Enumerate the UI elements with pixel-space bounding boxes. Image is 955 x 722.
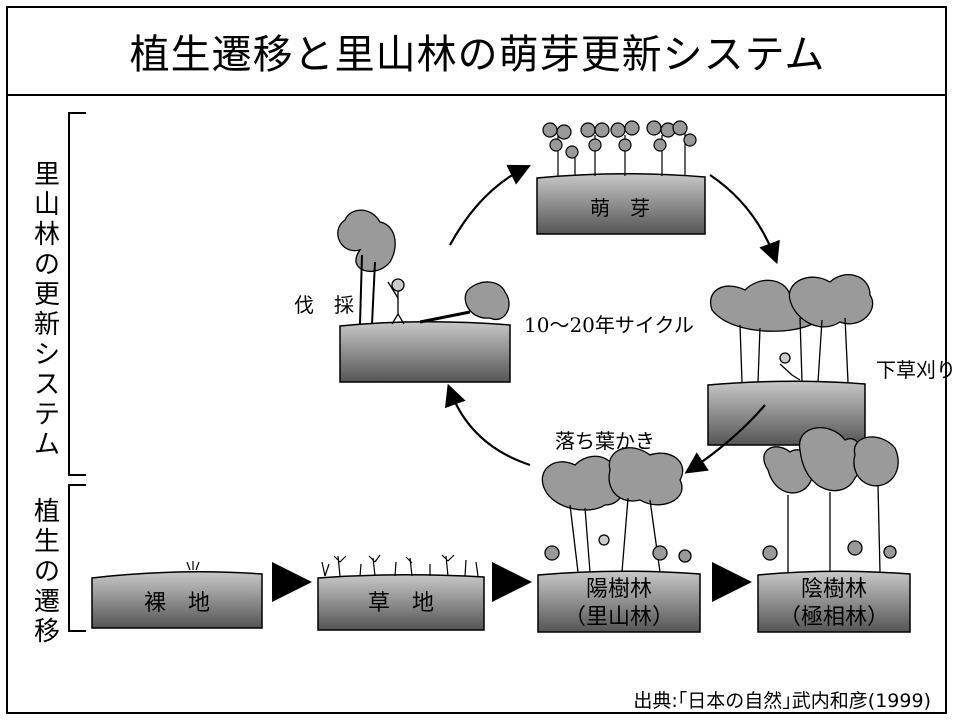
label-renewal-system-char: 里 (33, 160, 60, 190)
label-cycle-period: 10～20年サイクル (524, 313, 694, 337)
label-renewal-system-char: ム (33, 430, 60, 460)
label-succession-char: 生 (33, 527, 60, 557)
label-succession-char: 植 (33, 497, 60, 527)
label-succession-char: 移 (33, 617, 60, 647)
label-shade-tree-forest-main: 陰樹林 (800, 577, 867, 602)
label-renewal-system-char: の (33, 250, 60, 280)
label-sun-tree-forest-main: 陽樹林 (585, 577, 652, 602)
slide-border (6, 6, 947, 714)
label-bare-ground: 裸 地 (143, 591, 210, 616)
label-leaf-raking: 落ち葉かき (555, 429, 655, 453)
label-succession-char: 遷 (33, 587, 60, 617)
soil-block-shade-forest (757, 570, 911, 633)
label-sprouting: 萌 芽 (590, 196, 650, 220)
soil-block-sun-forest (537, 570, 701, 633)
citation: 出典:｢日本の自然｣武内和彦(1999) (633, 690, 931, 712)
label-renewal-system-char: 山 (33, 190, 60, 220)
soil-block-bare-ground (91, 571, 263, 629)
label-renewal-system-char: テ (33, 400, 60, 430)
label-grassland: 草 地 (367, 591, 434, 616)
bare-sprout-illustration (186, 561, 200, 571)
label-renewal-system-char: 更 (33, 280, 60, 310)
label-shade-tree-forest-sub: （極相林） (778, 605, 889, 630)
cycle-arrow-felling-to-sprouting (449, 164, 531, 246)
title-divider (8, 94, 947, 96)
managed-forest-illustration (709, 274, 874, 383)
cycle-arrow-forest-to-sun-forest (684, 404, 766, 474)
sun-forest-illustration (541, 447, 692, 573)
label-sun-tree-forest: 陽樹林 （里山林） (538, 576, 700, 632)
felling-illustration (337, 209, 510, 325)
grass-illustration (321, 554, 479, 577)
label-felling: 伐 採 (294, 293, 354, 317)
label-undergrowth-cutting: 下草刈り (876, 358, 955, 382)
label-renewal-system-char: シ (33, 340, 60, 370)
sprouts-illustration (542, 120, 697, 176)
slide-title: 植生遷移と里山林の萌芽更新システム (129, 32, 826, 78)
label-renewal-system: 里山林の更新システム (32, 160, 62, 460)
label-renewal-system-char: 新 (33, 310, 60, 340)
label-shade-tree-forest: 陰樹林 （極相林） (758, 576, 910, 632)
label-succession-char: の (33, 557, 60, 587)
label-renewal-system-char: 林 (33, 220, 60, 250)
label-succession: 植生の遷移 (32, 497, 62, 647)
cycle-arrow-sprouting-to-forest (709, 174, 780, 265)
soil-block-felling (339, 321, 511, 383)
label-sun-tree-forest-sub: （里山林） (563, 605, 674, 630)
soil-block-grassland (317, 573, 485, 631)
soil-block-sprouting (536, 172, 706, 235)
shade-forest-illustration (762, 427, 899, 573)
cycle-arrow-sun-forest-to-felling (444, 383, 531, 467)
label-renewal-system-char: ス (33, 370, 60, 400)
bracket-renewal-system (68, 112, 86, 476)
bracket-succession (68, 484, 86, 632)
